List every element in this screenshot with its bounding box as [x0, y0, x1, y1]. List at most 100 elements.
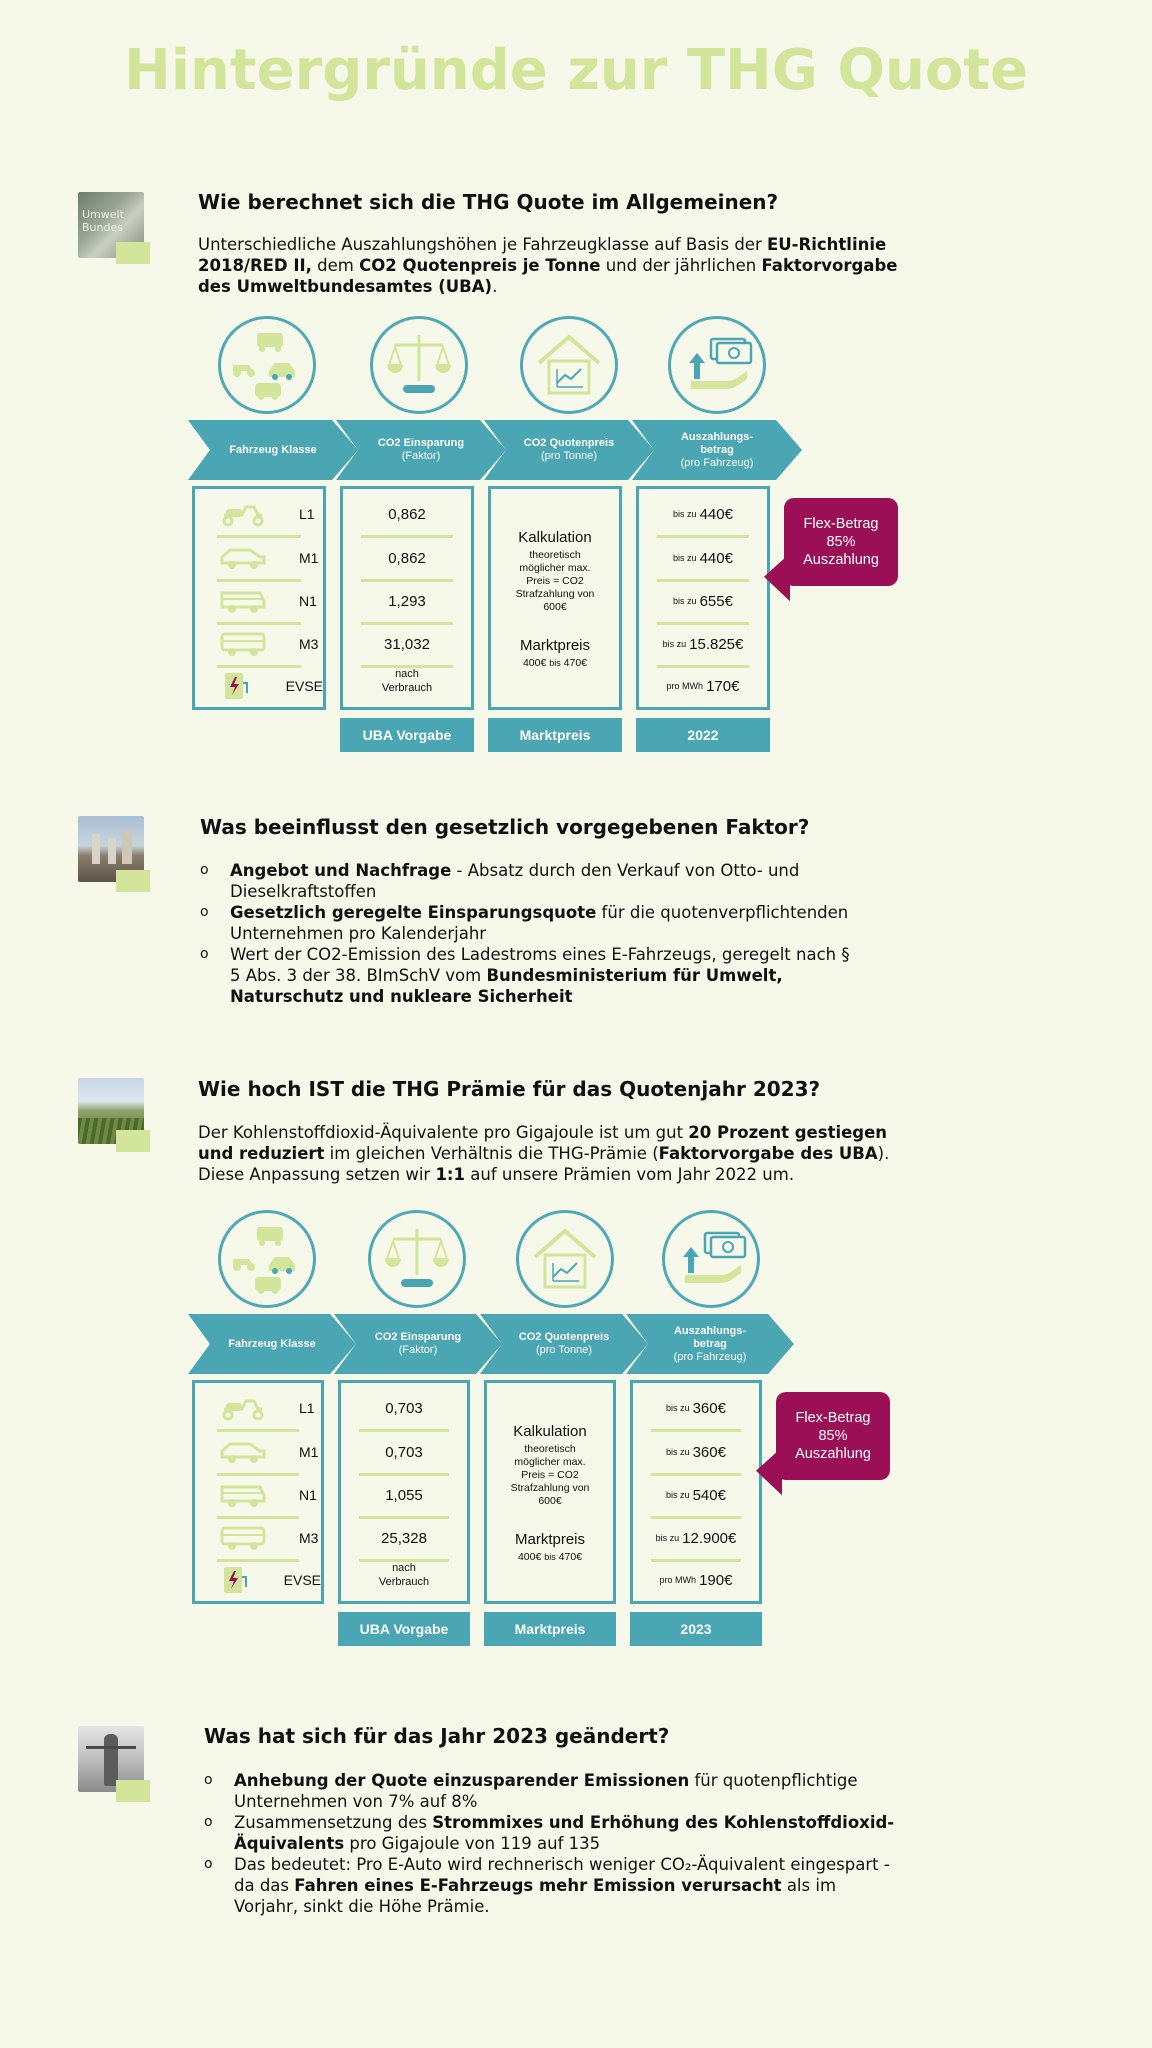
section-1-image: Umwelt Bundes [78, 192, 144, 258]
market-range: 400€ bis 470€ [522, 657, 588, 669]
factor-value: 0,703 [385, 1399, 423, 1417]
table-row: M3 [195, 623, 323, 665]
divider [359, 1559, 449, 1562]
vehicle-class-label: EVSE [285, 678, 323, 694]
divider [361, 665, 453, 668]
payout-column: bis zu 360€ bis zu 360€ bis zu 540€ bis … [630, 1380, 762, 1604]
list-item: Das bedeutet: Pro E-Auto wird rechnerisc… [204, 1854, 904, 1917]
divider [217, 665, 301, 668]
image-accent [116, 242, 150, 264]
vehicle-class-label: M3 [299, 636, 319, 652]
divider [361, 622, 453, 625]
table-row: L1 [195, 1387, 321, 1429]
divider [217, 1473, 299, 1476]
section-4-bullets: Anhebung der Quote einzusparender Emissi… [204, 1770, 904, 1917]
column-header-arrow: CO2 Einsparung (Faktor) [336, 420, 506, 480]
calc-title: Kalkulation [513, 1423, 587, 1440]
payout-row: bis zu 440€ [673, 549, 733, 567]
column-header-arrow: CO2 Einsparung (Faktor) [334, 1314, 502, 1374]
section-1-heading: Wie berechnet sich die THG Quote im Allg… [198, 190, 779, 214]
section-1-text: Unterschiedliche Auszahlungshöhen je Fah… [198, 235, 898, 296]
market-title: Marktpreis [519, 637, 590, 654]
car-icon [215, 545, 271, 571]
image-accent [116, 1780, 150, 1802]
column-footer-label: UBA Vorgabe [340, 718, 474, 752]
scooter-icon [215, 501, 271, 527]
house-chart-icon [520, 316, 618, 414]
divider [359, 1516, 449, 1519]
column-footer-label: Marktpreis [484, 1612, 616, 1646]
list-item: Wert der CO2-Emission des Ladestroms ein… [200, 944, 860, 1007]
list-item: Gesetzlich geregelte Einsparungsquote fü… [200, 902, 860, 944]
column-header-arrow: Auszahlungs-betrag (pro Fahrzeug) [626, 1314, 794, 1374]
payout-row: bis zu 360€ [666, 1443, 726, 1461]
vehicles-circle-icon [218, 1210, 316, 1308]
house-chart-icon [516, 1210, 614, 1308]
payout-row: bis zu 655€ [673, 592, 733, 610]
list-item: Zusammensetzung des Strommixes und Erhöh… [204, 1812, 904, 1854]
divider [217, 579, 301, 582]
column-footer-label: UBA Vorgabe [338, 1612, 470, 1646]
list-item: Anhebung der Quote einzusparender Emissi… [204, 1770, 904, 1812]
table-row: M3 [195, 1517, 321, 1559]
table-row: N1 [195, 580, 323, 622]
column-footer-label: Marktpreis [488, 718, 622, 752]
payout-row: pro MWh 190€ [659, 1571, 733, 1589]
payout-row: bis zu 540€ [666, 1486, 726, 1504]
image-accent [116, 870, 150, 892]
divider [361, 579, 453, 582]
list-item: Angebot und Nachfrage - Absatz durch den… [200, 860, 860, 902]
image-text-line: Bundes [82, 221, 123, 234]
bubble-tail [764, 553, 790, 611]
charging-station-icon [215, 671, 258, 701]
column-header-arrow: CO2 Quotenpreis (pro Tonne) [484, 420, 654, 480]
van-icon [215, 1481, 271, 1509]
factor-value: 0,703 [385, 1443, 423, 1461]
divider [217, 1516, 299, 1519]
scooter-icon [215, 1395, 271, 1421]
divider [657, 622, 749, 625]
vehicle-class-label: M1 [299, 1444, 319, 1460]
payout-row: bis zu 440€ [673, 505, 733, 523]
column-header-arrow: CO2 Quotenpreis (pro Tonne) [480, 1314, 648, 1374]
calc-title: Kalkulation [518, 529, 592, 546]
section-3-heading: Wie hoch IST die THG Prämie für das Quot… [198, 1077, 821, 1101]
divider [657, 579, 749, 582]
vehicle-class-column: L1 M1 N1 M3 EVSE [192, 486, 326, 710]
divider [651, 1473, 741, 1476]
scale-icon [370, 316, 468, 414]
factor-value: 1,293 [388, 592, 426, 610]
factor-value: 1,055 [385, 1486, 423, 1504]
divider [651, 1559, 741, 1562]
vehicle-class-label: M1 [299, 550, 319, 566]
factor-value: 31,032 [384, 635, 430, 653]
divider [657, 665, 749, 668]
payout-row: pro MWh 170€ [666, 677, 740, 695]
payout-row: bis zu 360€ [666, 1399, 726, 1417]
page-title: Hintergründe zur THG Quote [123, 38, 1029, 103]
column-header-arrow: Fahrzeug Klasse [188, 420, 358, 480]
van-icon [215, 587, 271, 615]
table-row: N1 [195, 1474, 321, 1516]
vehicle-class-label: EVSE [283, 1572, 321, 1588]
section-2-heading: Was beeinflusst den gesetzlich vorgegebe… [200, 815, 810, 839]
divider [217, 622, 301, 625]
divider [217, 1559, 299, 1562]
vehicle-class-column: L1 M1 N1 M3 EVSE [192, 1380, 324, 1604]
column-footer-label: 2022 [636, 718, 770, 752]
divider [359, 1473, 449, 1476]
scale-icon [368, 1210, 466, 1308]
market-range: 400€ bis 470€ [517, 1551, 583, 1563]
market-title: Marktpreis [514, 1531, 585, 1548]
factor-value: 25,328 [381, 1529, 427, 1547]
section-2-bullets: Angebot und Nachfrage - Absatz durch den… [200, 860, 860, 1007]
table-row: M1 [195, 1431, 321, 1473]
table-row: EVSE [195, 665, 323, 707]
charging-station-icon [215, 1565, 256, 1595]
